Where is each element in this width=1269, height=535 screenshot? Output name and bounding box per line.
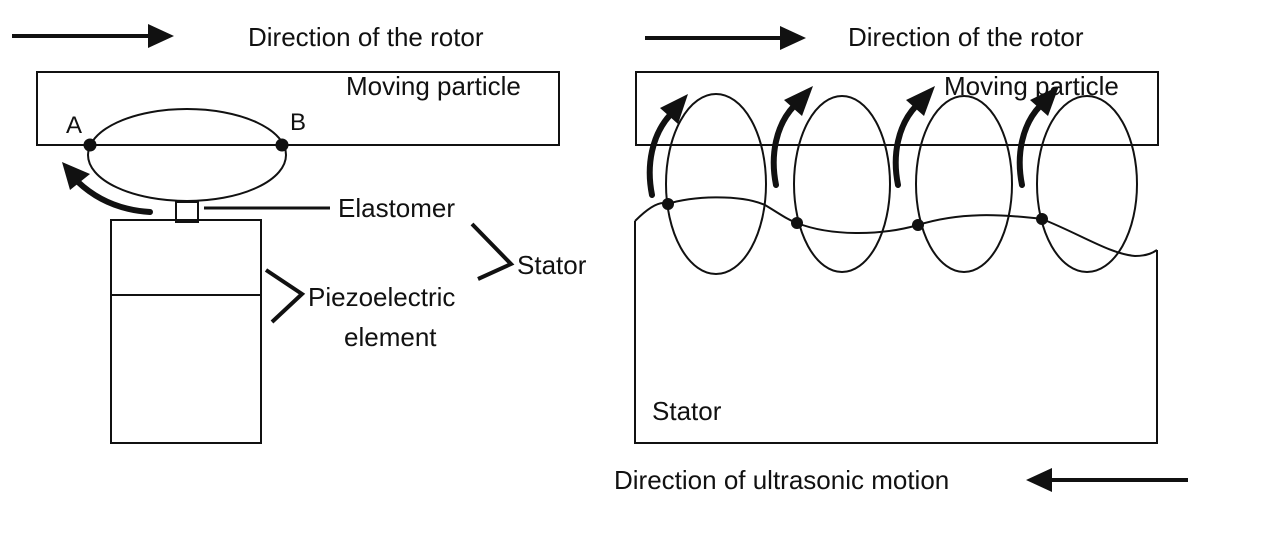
- contact-point-dot: [1036, 213, 1048, 225]
- ultrasonic-direction-label: Direction of ultrasonic motion: [614, 465, 949, 495]
- right-motion-arrow: [892, 86, 935, 188]
- right-elliptical-trajectory: [1036, 95, 1138, 273]
- right-stator-wavy-surface: [634, 196, 1158, 258]
- contact-point-dot: [662, 198, 674, 210]
- contact-point-dot: [912, 219, 924, 231]
- piezo-label-line2: element: [344, 322, 437, 352]
- right-elliptical-trajectory: [665, 93, 767, 275]
- point-b-label: B: [290, 109, 306, 136]
- right-motion-arrow: [646, 94, 688, 198]
- point-b-dot: [275, 138, 289, 152]
- right-stator-outline: [634, 221, 1158, 444]
- elastomer-label: Elastomer: [338, 193, 455, 223]
- right-rotor-direction-arrow: [645, 26, 806, 50]
- right-elliptical-trajectory: [793, 95, 891, 273]
- right-moving-particle-label: Moving particle: [944, 71, 1119, 101]
- right-panel: Direction of the rotor Stator: [614, 22, 1188, 495]
- right-motion-arrow: [770, 86, 813, 188]
- ultrasonic-direction-arrow: [1026, 468, 1188, 492]
- left-moving-particle-label: Moving particle: [346, 71, 521, 101]
- left-moving-particle-box: [36, 71, 560, 146]
- left-rotor-direction-label: Direction of the rotor: [248, 22, 484, 52]
- left-rotor-direction-arrow: [12, 24, 174, 48]
- right-stator-label: Stator: [652, 396, 722, 426]
- left-stator-label: Stator: [517, 250, 587, 280]
- elastomer-block: [175, 201, 199, 223]
- left-elliptical-trajectory: [87, 108, 287, 202]
- point-a-label: A: [66, 112, 82, 139]
- right-elliptical-trajectory: [915, 95, 1013, 273]
- left-panel: Direction of the rotor Moving particle A…: [12, 22, 587, 444]
- left-stator-body: [110, 219, 262, 444]
- right-motion-arrow: [1016, 86, 1059, 188]
- right-rotor-direction-label: Direction of the rotor: [848, 22, 1084, 52]
- contact-point-dot: [791, 217, 803, 229]
- piezo-bracket: [264, 268, 306, 324]
- left-motion-arrow: [62, 162, 153, 215]
- stator-bracket: [470, 222, 515, 281]
- piezo-label-line1: Piezoelectric: [308, 282, 455, 312]
- point-a-dot: [83, 138, 97, 152]
